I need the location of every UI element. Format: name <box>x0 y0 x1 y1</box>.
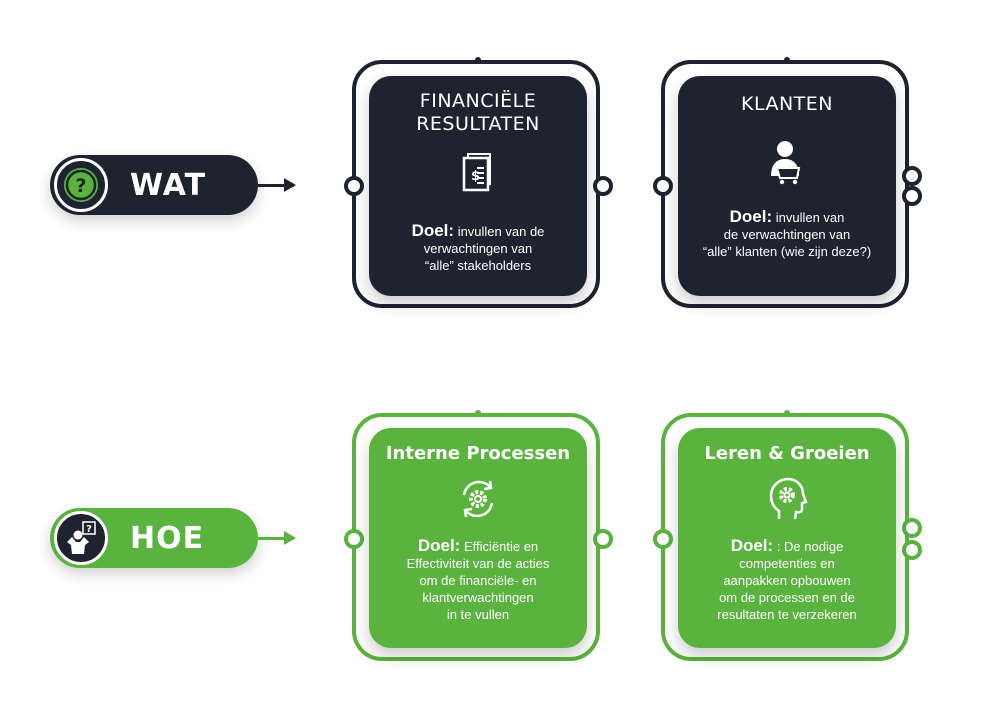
frame-right-connector <box>902 186 922 206</box>
doel-text: : De nodige <box>776 539 844 554</box>
hoe-pill: ? HOE <box>50 508 258 568</box>
card-title: Interne Processen <box>369 442 587 465</box>
svg-text:$: $ <box>471 169 480 184</box>
card-title-line: RESULTATEN <box>416 113 540 135</box>
head-gear-icon <box>763 475 811 523</box>
frame-left-connector <box>653 176 673 196</box>
learn-grow-card: Leren & Groeien Doel: : De nodige compet… <box>678 428 896 648</box>
doel-label: Doel: <box>729 207 773 226</box>
frame-left-connector <box>653 529 673 549</box>
svg-text:?: ? <box>86 524 92 535</box>
frame-left-connector <box>344 529 364 549</box>
frame-left-connector <box>344 176 364 196</box>
customers-card: KLANTEN Doel: invullen van de verwachtin… <box>678 76 896 296</box>
frame-right-connector <box>593 176 613 196</box>
thinking-person-icon: ? <box>54 511 108 565</box>
card-title: FINANCIËLE RESULTATEN <box>369 90 587 136</box>
card-description: Doel: invullen van de verwachtingen van … <box>369 222 587 274</box>
doel-text: competenties en <box>739 556 835 571</box>
hoe-arrow <box>258 531 296 545</box>
card-title-line: Interne Processen <box>385 443 571 464</box>
card-title-line: KLANTEN <box>740 93 833 115</box>
doel-text: invullen van <box>775 210 845 225</box>
question-mark-icon: ? <box>54 158 108 212</box>
doel-text: “alle” stakeholders <box>424 258 532 273</box>
frame-top-dot <box>784 410 790 416</box>
doel-text: om de financiële- en <box>419 573 537 588</box>
card-description: Doel: invullen van de verwachtingen van … <box>678 208 896 260</box>
doel-text: resultaten te verzekeren <box>717 607 857 622</box>
doel-text: om de processen en de <box>719 590 855 605</box>
doel-text: in te vullen <box>446 607 510 622</box>
doel-label: Doel: <box>730 536 774 555</box>
wat-arrow <box>258 178 296 192</box>
frame-right-connector <box>902 518 922 538</box>
customer-cart-icon <box>763 138 811 186</box>
doel-text: verwachtingen van <box>423 241 533 256</box>
doel-label: Doel: <box>411 221 455 240</box>
frame-right-connector <box>902 540 922 560</box>
doel-text: aanpakken opbouwen <box>723 573 851 588</box>
frame-right-connector <box>593 529 613 549</box>
frame-right-connector <box>902 166 922 186</box>
doel-text: invullen van de <box>457 224 545 239</box>
card-title-line: FINANCIËLE <box>419 90 537 112</box>
card-title: Leren & Groeien <box>678 442 896 465</box>
doel-text: Efficiëntie en <box>463 539 539 554</box>
doel-text: de verwachtingen van <box>723 227 851 242</box>
internal-processes-card: Interne Processen Doel: Efficiëntie en E… <box>369 428 587 648</box>
gear-cycle-icon <box>454 475 502 523</box>
svg-text:?: ? <box>75 175 86 197</box>
card-title: KLANTEN <box>678 93 896 116</box>
card-title-line: Leren & Groeien <box>704 443 870 464</box>
financial-document-icon: $ <box>454 148 502 196</box>
frame-top-dot <box>784 57 790 63</box>
wat-pill: ? WAT <box>50 155 258 215</box>
wat-label: WAT <box>130 167 207 203</box>
frame-top-dot <box>475 410 481 416</box>
frame-top-dot <box>475 57 481 63</box>
financial-results-card: FINANCIËLE RESULTATEN $ Doel: invullen v… <box>369 76 587 296</box>
doel-text: Effectiviteit van de acties <box>406 556 550 571</box>
card-description: Doel: : De nodige competenties en aanpak… <box>678 537 896 623</box>
card-description: Doel: Efficiëntie en Effectiviteit van d… <box>369 537 587 623</box>
hoe-label: HOE <box>130 520 205 556</box>
doel-text: klantverwachtingen <box>422 590 534 605</box>
doel-text: “alle” klanten (wie zijn deze?) <box>702 244 872 259</box>
doel-label: Doel: <box>417 536 461 555</box>
